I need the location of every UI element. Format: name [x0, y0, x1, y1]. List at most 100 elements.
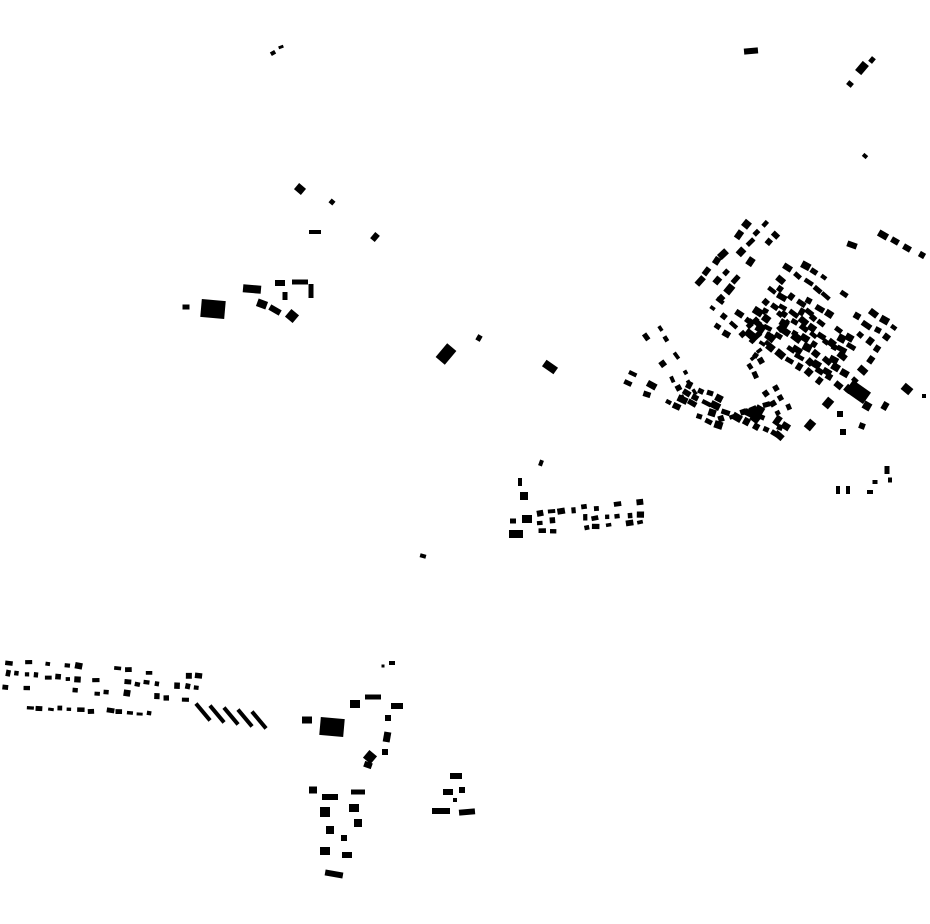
building [320, 847, 330, 855]
building [844, 379, 872, 405]
building [590, 515, 599, 522]
building [23, 685, 31, 691]
building [126, 710, 134, 715]
building [625, 519, 634, 527]
building [774, 409, 781, 417]
building [706, 389, 714, 397]
building [669, 375, 676, 384]
building [282, 292, 288, 300]
building [222, 706, 240, 726]
building [182, 304, 190, 310]
building [522, 515, 532, 523]
building [775, 274, 787, 286]
building [809, 267, 819, 276]
building [803, 277, 815, 287]
building [814, 376, 824, 386]
building [642, 390, 652, 399]
building [820, 273, 828, 281]
building [385, 715, 391, 721]
building [775, 310, 784, 319]
building [717, 414, 725, 423]
building [302, 716, 312, 724]
building [856, 364, 869, 376]
building [250, 710, 268, 730]
building [735, 246, 747, 258]
building [143, 679, 150, 685]
building [835, 344, 848, 355]
building [657, 325, 664, 332]
building [389, 661, 395, 665]
building [146, 710, 152, 716]
building [761, 308, 768, 316]
building [185, 672, 192, 679]
building [801, 341, 813, 353]
building [774, 348, 787, 361]
building [103, 689, 109, 695]
building [154, 681, 160, 687]
building [326, 826, 334, 834]
building [844, 332, 855, 343]
building [761, 389, 770, 398]
building [834, 325, 844, 335]
building [800, 260, 812, 272]
building [5, 669, 12, 677]
building [25, 659, 33, 665]
building [745, 256, 756, 268]
building [773, 429, 785, 442]
building [790, 317, 799, 326]
building [709, 305, 716, 312]
building [804, 296, 813, 305]
building [242, 284, 262, 294]
building [293, 183, 307, 195]
building [762, 323, 773, 332]
building [113, 666, 122, 671]
building [768, 399, 778, 408]
building [665, 398, 673, 406]
building [77, 707, 85, 712]
building [738, 329, 747, 339]
building [636, 511, 645, 518]
building [711, 255, 722, 266]
building [809, 330, 818, 340]
building [806, 322, 818, 334]
building [752, 351, 760, 359]
building [674, 383, 683, 392]
building [785, 403, 793, 411]
building [55, 673, 62, 680]
building [790, 329, 799, 337]
building [846, 80, 854, 88]
building [840, 429, 846, 435]
building [745, 321, 754, 330]
building [509, 530, 523, 538]
building [628, 370, 638, 378]
building [770, 302, 780, 312]
building [672, 351, 681, 360]
building [184, 683, 191, 690]
building [382, 749, 388, 755]
building [865, 336, 876, 347]
building [74, 662, 83, 670]
building [755, 347, 763, 354]
building [676, 394, 689, 405]
building [284, 308, 300, 324]
building [772, 414, 783, 427]
building [799, 332, 811, 344]
building [756, 356, 765, 365]
building [236, 708, 254, 728]
building [778, 303, 788, 312]
building [690, 393, 700, 402]
building [784, 318, 791, 325]
building [74, 676, 81, 683]
building [816, 318, 826, 328]
building [350, 700, 360, 708]
building [292, 279, 308, 285]
building [308, 284, 314, 298]
building [181, 697, 190, 702]
building [716, 248, 729, 261]
building [791, 344, 804, 356]
building [605, 514, 610, 520]
building [784, 356, 795, 365]
building [713, 420, 724, 430]
building [876, 229, 890, 241]
building [362, 749, 378, 765]
